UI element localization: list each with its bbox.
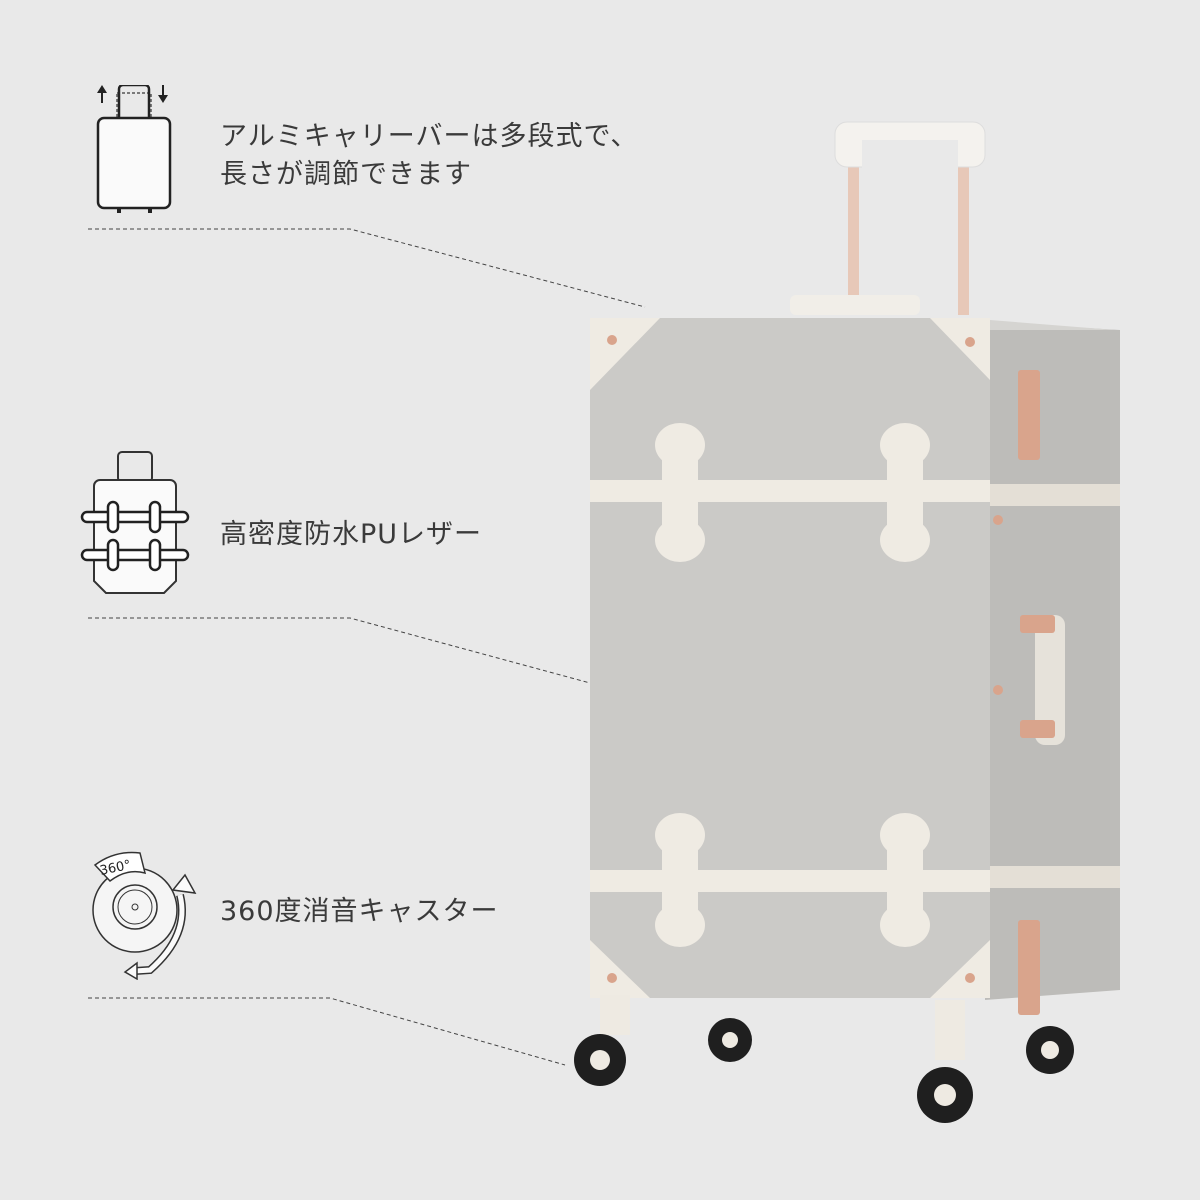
leader-line bbox=[88, 617, 591, 684]
telescoping-handle-icon bbox=[90, 83, 180, 219]
spinner-wheel-360-icon: 360° bbox=[85, 845, 205, 984]
feature-line: 長さが調節できます bbox=[220, 159, 472, 190]
feature-text-leather: 高密度防水PUレザー bbox=[220, 516, 482, 554]
feature-line: 高密度防水PUレザー bbox=[220, 519, 483, 550]
leader-line bbox=[88, 228, 646, 308]
feature-line: アルミキャリーバーは多段式で、 bbox=[220, 121, 639, 152]
feature-text-handle: アルミキャリーバーは多段式で、 長さが調節できます bbox=[220, 118, 638, 194]
leader-line bbox=[88, 997, 566, 1066]
strapped-leather-case-icon bbox=[80, 450, 190, 604]
badge-360: 360° bbox=[99, 858, 133, 879]
feature-text-casters: 360度消音キャスター bbox=[220, 893, 499, 931]
feature-line: 360度消音キャスター bbox=[220, 896, 499, 927]
